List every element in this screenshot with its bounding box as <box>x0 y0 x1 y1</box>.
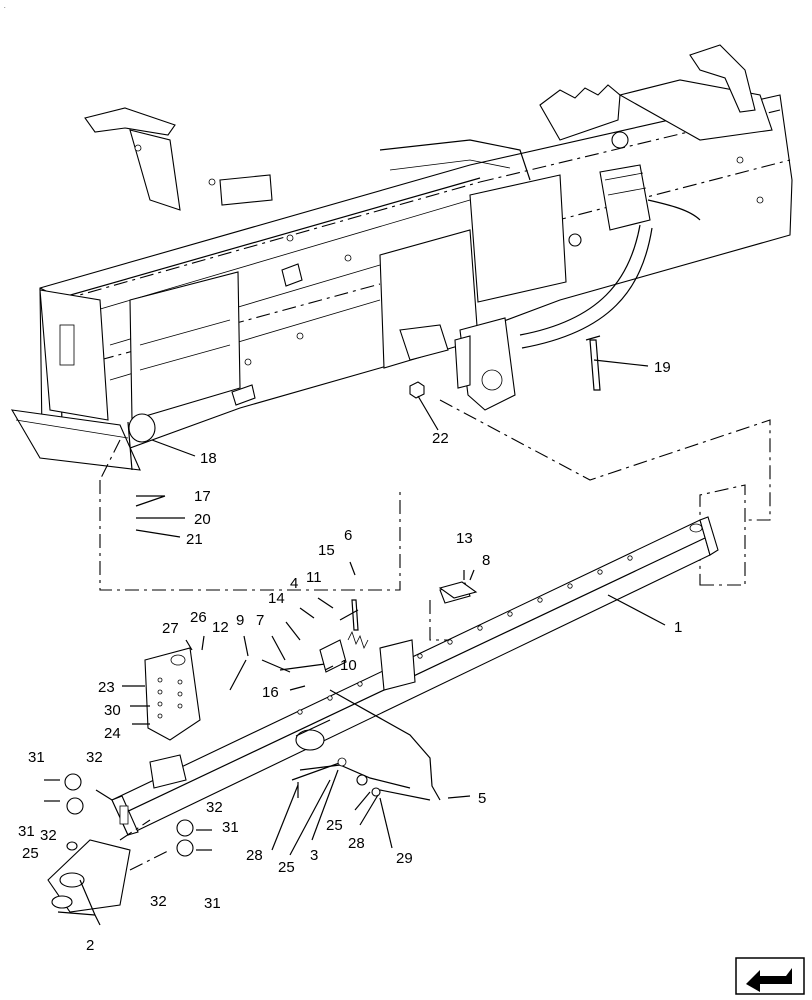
callout-23: 23 <box>98 679 115 696</box>
arrow-nav-icon[interactable] <box>735 957 805 995</box>
upper-frame-assembly <box>10 44 793 471</box>
callout-7: 7 <box>256 612 264 629</box>
callout-26: 26 <box>190 609 207 626</box>
callout-8: 8 <box>482 552 490 569</box>
corner-mark: . <box>4 4 6 10</box>
callout-4: 4 <box>290 575 298 592</box>
callout-28-b: 28 <box>348 835 365 852</box>
callout-11: 11 <box>306 569 322 586</box>
callout-21: 21 <box>186 531 203 548</box>
callout-labels: 1 2 3 4 5 6 7 8 9 10 11 12 13 14 15 16 1… <box>18 359 682 954</box>
callout-19: 19 <box>654 359 671 376</box>
callout-14: 14 <box>268 590 285 607</box>
callout-10: 10 <box>340 657 357 674</box>
callout-3: 3 <box>310 847 318 864</box>
callout-13: 13 <box>456 530 473 547</box>
callout-28-a: 28 <box>246 847 263 864</box>
lower-beam-assembly <box>44 516 719 913</box>
callout-16: 16 <box>262 684 279 701</box>
callout-25-c: 25 <box>326 817 343 834</box>
callout-2: 2 <box>86 937 94 954</box>
callout-1: 1 <box>674 619 682 636</box>
callout-25-b: 25 <box>278 859 295 876</box>
callout-32-c: 32 <box>206 799 223 816</box>
callout-31-b: 31 <box>18 823 35 840</box>
callout-12: 12 <box>212 619 229 636</box>
callout-31-d: 31 <box>204 895 221 912</box>
callout-31-c: 31 <box>222 819 239 836</box>
callout-20: 20 <box>194 511 211 528</box>
callout-24: 24 <box>104 725 121 742</box>
callout-25-a: 25 <box>22 845 39 862</box>
callout-32-d: 32 <box>150 893 167 910</box>
callout-9: 9 <box>236 612 244 629</box>
callout-32-a: 32 <box>86 749 103 766</box>
callout-18: 18 <box>200 450 217 467</box>
leader-lines <box>57 359 666 926</box>
callout-29: 29 <box>396 850 413 867</box>
callout-31-a: 31 <box>28 749 45 766</box>
callout-6: 6 <box>344 527 352 544</box>
callout-30: 30 <box>104 702 121 719</box>
callout-22: 22 <box>432 430 449 447</box>
callout-27: 27 <box>162 620 179 637</box>
callout-5: 5 <box>478 790 486 807</box>
callout-17: 17 <box>194 488 211 505</box>
callout-15: 15 <box>318 542 335 559</box>
callout-32-b: 32 <box>40 827 57 844</box>
